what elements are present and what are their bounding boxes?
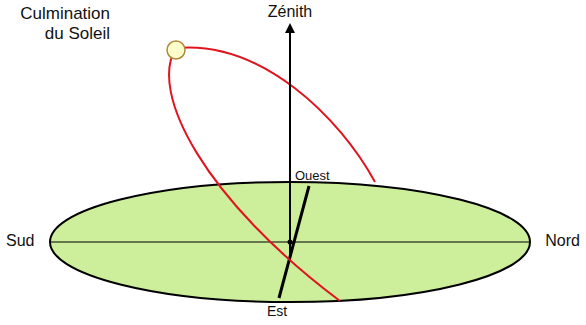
zenith-arrow	[289, 28, 291, 260]
south-label: Sud	[6, 232, 34, 250]
sun-path-front	[169, 48, 340, 301]
west-label: Ouest	[295, 169, 330, 184]
east-label: Est	[267, 303, 287, 319]
sun-symbol	[167, 41, 185, 59]
observer-point	[288, 240, 293, 245]
east-west-line	[279, 186, 309, 298]
sun-path-back	[176, 47, 375, 182]
north-label: Nord	[545, 232, 580, 250]
zenith-label: Zénith	[268, 3, 312, 21]
sun-culmination-label: Culmination du Soleil	[8, 4, 110, 43]
